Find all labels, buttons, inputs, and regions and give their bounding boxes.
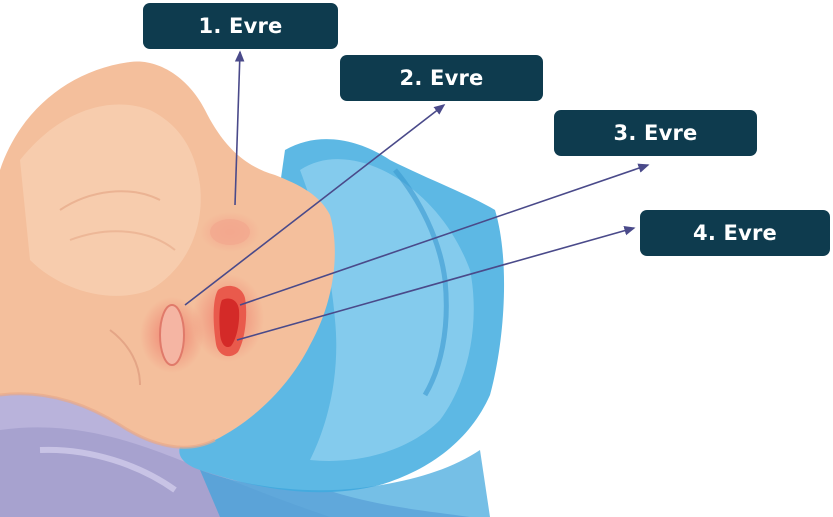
stage-2-label: 2. Evre xyxy=(340,55,543,101)
stage-3-label: 3. Evre xyxy=(554,110,757,156)
stage-3-label-text: 3. Evre xyxy=(614,121,698,145)
stage-3-4-wound xyxy=(192,274,264,362)
stage-1-label-text: 1. Evre xyxy=(199,14,283,38)
stage-1-wound xyxy=(200,212,260,252)
stage-1-label: 1. Evre xyxy=(143,3,338,49)
stage-4-label-text: 4. Evre xyxy=(693,221,777,245)
stage-2-label-text: 2. Evre xyxy=(400,66,484,90)
stage-4-label: 4. Evre xyxy=(640,210,830,256)
